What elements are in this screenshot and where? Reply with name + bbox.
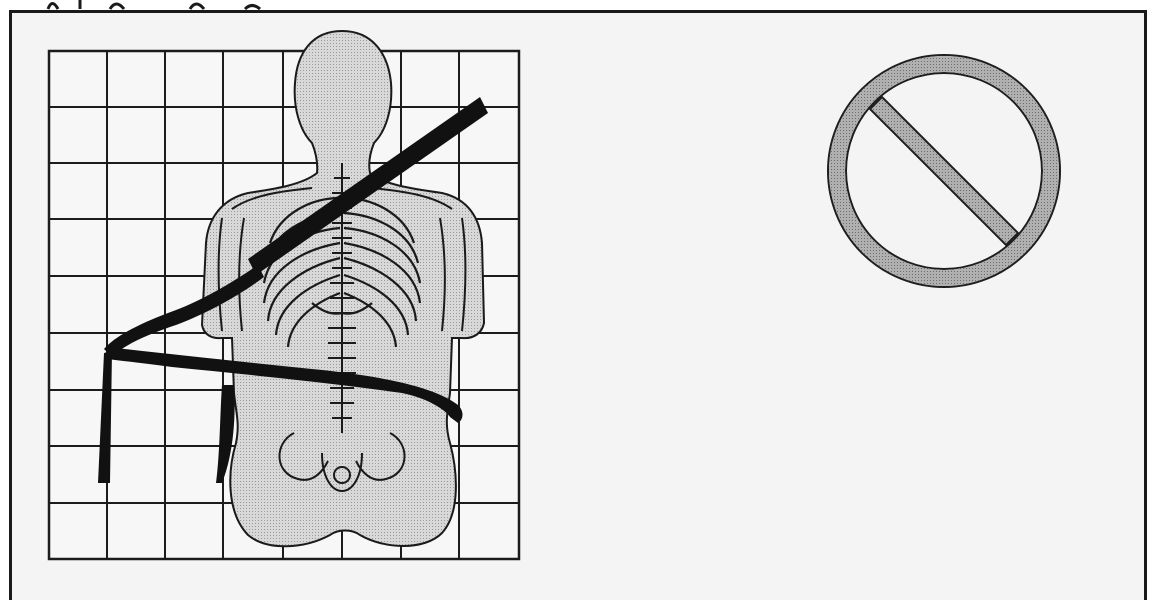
figure-frame: [9, 10, 1147, 600]
caption-fragment-glyphs: [40, 0, 270, 10]
prohibition-sign-icon: [828, 55, 1060, 287]
sign-slash: [870, 97, 1018, 245]
caption-fragment: [40, 0, 270, 10]
seat-belt-illustration: [12, 13, 1144, 597]
